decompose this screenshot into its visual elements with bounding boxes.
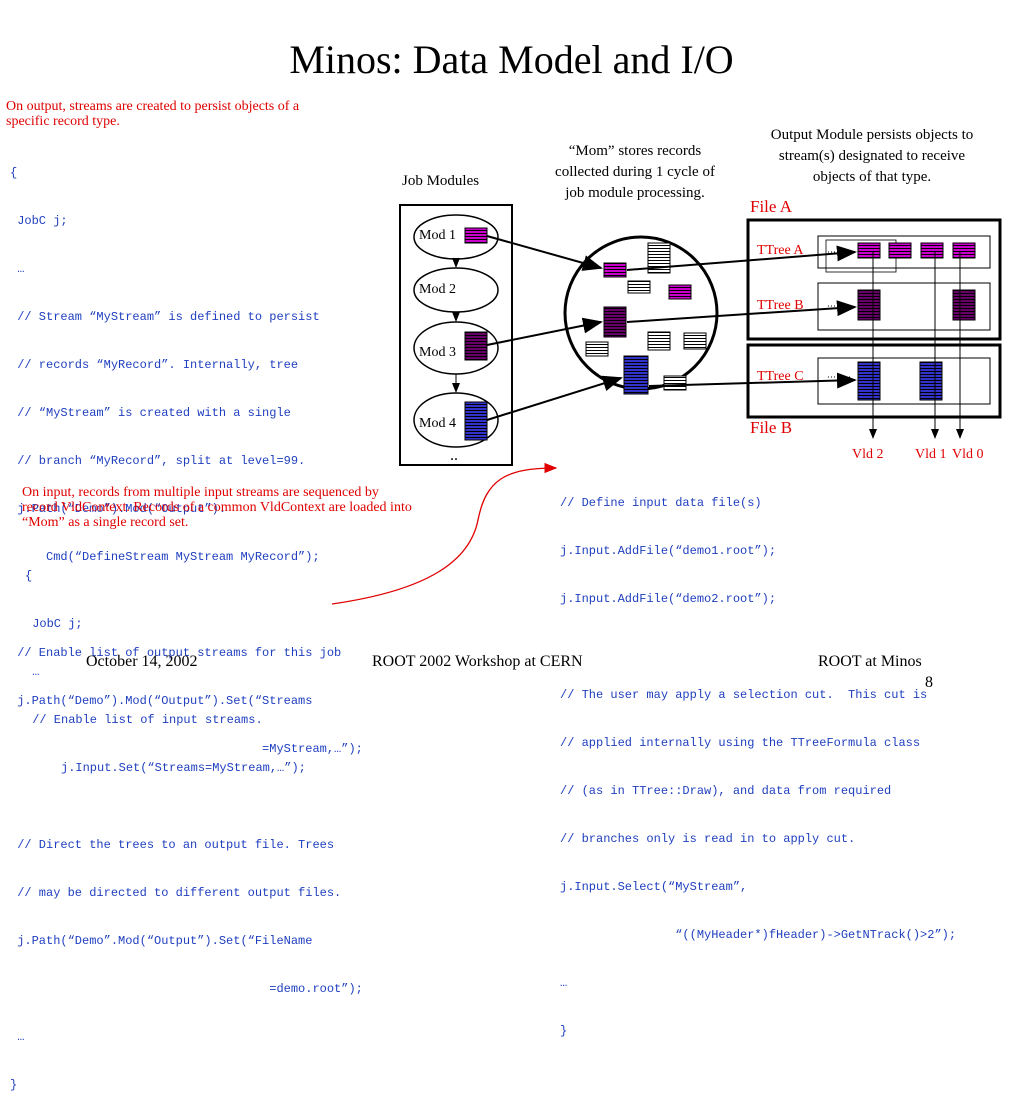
module-label: Mod 4 [419, 416, 456, 431]
tree-entry-magenta [920, 242, 944, 259]
caption-line: collected during 1 cycle of [555, 164, 715, 180]
output-note: On output, streams are created to persis… [6, 99, 299, 129]
code-line: Cmd(“DefineStream MyStream MyRecord”); [10, 550, 320, 564]
module-to-mom-arrow [486, 317, 603, 346]
code-line: j.Path(“Demo”).Mod(“Output”).Set(“Stream… [10, 694, 313, 708]
tree-entry-magenta [952, 242, 976, 259]
code-line: j.Input.Set(“Streams=MyStream,…”); [25, 761, 306, 775]
footer-event: ROOT 2002 Workshop at CERN [372, 653, 583, 670]
ttree-c-label: TTree C [757, 369, 804, 384]
code-line: … [10, 1030, 25, 1044]
record-purple [603, 306, 627, 338]
input-note-line: “Mom” as a single record set. [22, 515, 189, 530]
mom-to-tree-arrow [626, 245, 857, 271]
code-line: // The user may apply a selection cut. T… [560, 688, 928, 702]
code-line: // records “MyRecord”. Internally, tree [10, 358, 299, 372]
page-number: 8 [925, 674, 933, 691]
output-note-line: specific record type. [6, 114, 120, 129]
record-white [663, 375, 687, 391]
input-flow-curve [331, 462, 558, 605]
ttree-a-label: TTree A [757, 243, 804, 258]
tree-entry-purple [857, 289, 881, 321]
module-to-mom-arrow [486, 235, 603, 271]
tree-entry-magenta [888, 242, 912, 259]
footer-date: October 14, 2002 [86, 653, 198, 670]
ellipsis-dots: .. [450, 447, 458, 464]
record-blue [464, 401, 488, 441]
code-line: j.Input.AddFile(“demo2.root”); [560, 592, 777, 606]
code-line: // may be directed to different output f… [10, 886, 342, 900]
code-line: // Stream “MyStream” is defined to persi… [10, 310, 320, 324]
mom-caption: “Mom” stores records collected during 1 … [530, 141, 740, 204]
code-line: // (as in TTree::Draw), and data from re… [560, 784, 892, 798]
input-note-line: On input, records from multiple input st… [22, 485, 379, 500]
code-line: } [10, 1078, 18, 1092]
record-magenta [603, 262, 627, 278]
code-line: … [10, 262, 25, 276]
mom-to-tree-arrow [626, 300, 857, 323]
code-line: JobC j; [25, 617, 83, 631]
caption-line: Output Module persists objects to [770, 127, 974, 143]
tree-entry-blue [919, 361, 943, 401]
tree-entry-magenta [857, 242, 881, 259]
output-note-line: On output, streams are created to persis… [6, 99, 300, 114]
module-label: Mod 2 [419, 282, 456, 297]
code-line: { [25, 569, 33, 583]
record-white [647, 242, 671, 274]
code-line: // applied internally using the TTreeFor… [560, 736, 921, 750]
file-a-label: File A [750, 197, 793, 216]
code-line: j.Path(“Demo”.Mod(“Output”).Set(“FileNam… [10, 934, 313, 948]
ttree-b-label: TTree B [757, 298, 804, 313]
caption-line: “Mom” stores records [568, 143, 702, 159]
caption-line: job module processing. [565, 185, 705, 201]
caption-line: objects of that type. [812, 169, 932, 185]
vld-label: Vld 1 [915, 447, 947, 462]
record-white [683, 332, 707, 350]
code-line: “((MyHeader*)fHeader)->GetNTrack()>2”); [560, 928, 957, 942]
job-modules-label: Job Modules [402, 173, 480, 189]
code-line: // Define input data file(s) [560, 496, 762, 510]
tree-entry-blue [857, 361, 881, 401]
code-line: j.Input.AddFile(“demo1.root”); [560, 544, 777, 558]
code-line: // “MyStream” is created with a single [10, 406, 291, 420]
record-purple [464, 331, 488, 361]
caption-line: stream(s) designated to receive [778, 148, 966, 164]
record-magenta [464, 227, 488, 244]
output-module-caption: Output Module persists objects to stream… [745, 125, 999, 188]
footer-right: ROOT at Minos [818, 653, 922, 670]
module-label: Mod 1 [419, 228, 456, 243]
tree-entry-purple [952, 289, 976, 321]
record-magenta [668, 284, 692, 300]
code-line: =demo.root”); [10, 982, 363, 996]
file-b-label: File B [750, 418, 793, 437]
record-white [627, 280, 651, 294]
code-line: } [560, 1024, 568, 1038]
code-line: … [25, 665, 40, 679]
record-white [647, 331, 671, 351]
module-label: Mod 3 [419, 345, 456, 360]
mom-to-tree-arrow [648, 372, 857, 389]
code-line: // branches only is read in to apply cut… [560, 832, 856, 846]
record-blue [623, 355, 649, 395]
vld-label: Vld 0 [952, 447, 984, 462]
input-note-line: record VldContext. Records of a common V… [22, 500, 412, 515]
code-line: j.Input.Select(“MyStream”, [560, 880, 748, 894]
record-white [585, 341, 609, 357]
code-line: // Direct the trees to an output file. T… [10, 838, 335, 852]
input-note: On input, records from multiple input st… [22, 485, 412, 530]
code-line: j.Path(“Demo”).Mod(“Output”). [10, 502, 227, 516]
code-line: … [560, 976, 568, 990]
vld-label: Vld 2 [852, 447, 884, 462]
code-line: JobC j; [10, 214, 68, 228]
page-title: Minos: Data Model and I/O [289, 37, 734, 82]
code-line: // Enable list of output streams for thi… [10, 646, 342, 660]
code-line: { [10, 166, 18, 180]
code-line: // Enable list of input streams. [25, 713, 263, 727]
module-to-mom-arrow [486, 375, 623, 421]
code-line: // branch “MyRecord”, split at level=99. [10, 454, 306, 468]
data-model-diagram: .. [331, 204, 1002, 605]
